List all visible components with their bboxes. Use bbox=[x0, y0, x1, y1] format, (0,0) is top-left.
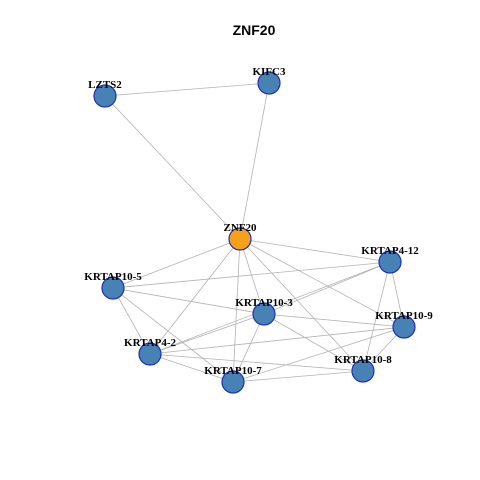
node-krtap4-12 bbox=[378, 250, 402, 274]
node-label-krtap4-12: KRTAP4-12 bbox=[361, 245, 419, 257]
edge-krtap10-7-krtap10-8 bbox=[232, 370, 364, 383]
edge-krtap10-5-krtap10-7 bbox=[112, 287, 234, 383]
edge-krtap10-5-krtap4-2 bbox=[112, 287, 151, 355]
edge-krtap10-5-krtap10-3 bbox=[112, 287, 265, 315]
edge-znf20-krtap10-8 bbox=[239, 238, 364, 372]
node-znf20 bbox=[228, 227, 252, 251]
label-layer: ZNF20 LZTS2 KIFC3KRTAP4-12KRTAP10-5KRTAP10… bbox=[84, 66, 433, 377]
edge-znf20-krtap10-7 bbox=[232, 238, 241, 383]
edge-krtap10-3-krtap4-2 bbox=[149, 313, 265, 355]
node-label-krtap10-8: KRTAP10-8 bbox=[334, 354, 392, 366]
node-krtap10-5 bbox=[101, 276, 125, 300]
node-label-krtap10-9: KRTAP10-9 bbox=[375, 310, 433, 322]
edge-krtap10-9-krtap10-7 bbox=[232, 326, 405, 383]
edge-znf20-krtap4-12 bbox=[239, 238, 391, 263]
node-layer bbox=[93, 71, 416, 394]
node-label-krtap10-3: KRTAP10-3 bbox=[235, 297, 293, 309]
edge-krtap4-2-krtap10-7 bbox=[149, 353, 234, 383]
edge-znf20-krtap10-9 bbox=[239, 238, 405, 328]
node-label-krtap10-7: KRTAP10-7 bbox=[204, 365, 262, 377]
edge-znf20-krtap4-2 bbox=[149, 238, 241, 355]
graph-title: ZNF20 bbox=[233, 22, 276, 38]
node-label-znf20: ZNF20 bbox=[224, 222, 258, 234]
edge-krtap10-9-krtap4-2 bbox=[149, 326, 405, 355]
edge-lzts2-znf20 bbox=[104, 95, 241, 240]
node-label-krtap4-2: KRTAP4-2 bbox=[124, 337, 176, 349]
edge-krtap10-3-krtap10-8 bbox=[263, 313, 364, 372]
edge-krtap4-2-krtap10-8 bbox=[149, 353, 364, 372]
node-kifc3 bbox=[257, 71, 281, 95]
edge-krtap4-12-krtap10-3 bbox=[263, 261, 391, 315]
edge-znf20-krtap10-3 bbox=[239, 238, 265, 315]
edge-lzts2-kifc3 bbox=[104, 82, 270, 97]
edge-krtap10-3-krtap10-7 bbox=[232, 313, 265, 383]
node-label-kifc3: KIFC3 bbox=[253, 66, 287, 78]
edge-krtap10-5-krtap4-12 bbox=[112, 261, 391, 289]
node-label-krtap10-5: KRTAP10-5 bbox=[84, 271, 142, 283]
edge-layer bbox=[104, 82, 405, 383]
edge-krtap10-3-krtap10-9 bbox=[263, 313, 405, 328]
node-krtap10-8 bbox=[351, 359, 375, 383]
node-krtap10-9 bbox=[392, 315, 416, 339]
edge-krtap4-12-krtap10-8 bbox=[362, 261, 391, 372]
node-krtap10-7 bbox=[221, 370, 245, 394]
node-krtap4-2 bbox=[138, 342, 162, 366]
node-krtap10-3 bbox=[252, 302, 276, 326]
edge-kifc3-znf20 bbox=[239, 82, 270, 240]
node-lzts2 bbox=[93, 84, 117, 108]
edge-znf20-krtap10-5 bbox=[112, 238, 241, 289]
node-label-lzts2: LZTS2 bbox=[88, 79, 122, 91]
